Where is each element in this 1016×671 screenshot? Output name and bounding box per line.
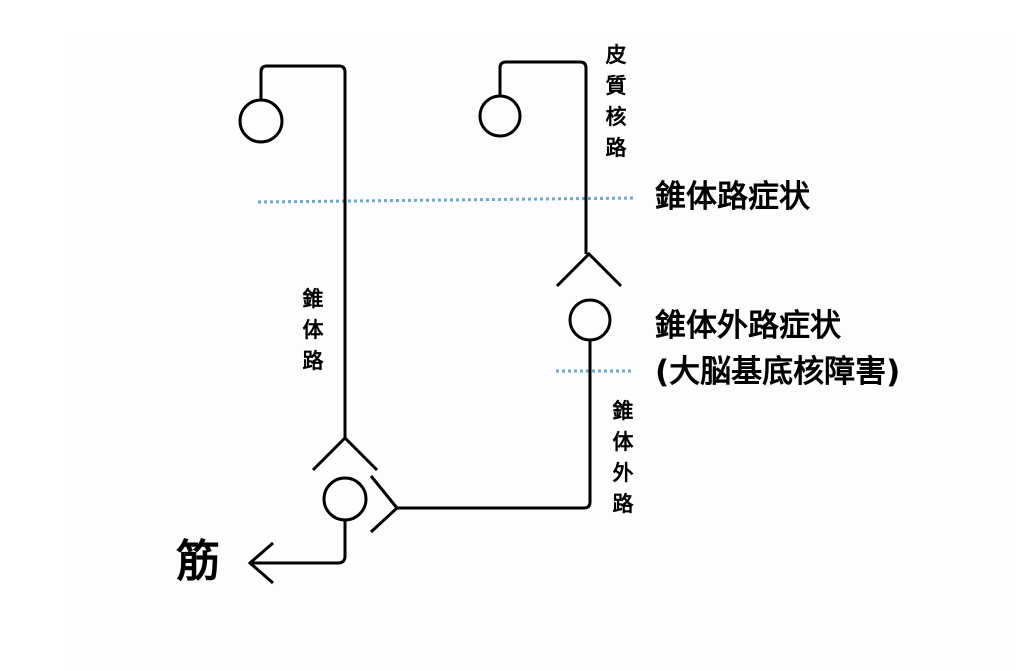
basal-ganglia-neuron-body — [568, 298, 612, 342]
lower-motor-neuron-axon — [250, 520, 347, 565]
pyramidal-level-divider — [257, 196, 637, 204]
pyramidal-tract-axon — [259, 64, 347, 438]
corticonuclear-tract-label: 皮質核路 — [605, 43, 627, 161]
corticonuclear-tract-axon — [498, 60, 588, 254]
muscle-label: 筋 — [176, 536, 220, 587]
pyramidal-symptoms-label: 錐体路症状 — [655, 179, 810, 215]
left-arrowhead-icon — [247, 541, 274, 585]
diagram-panel — [66, 32, 1016, 671]
extrapyramidal-symptoms-label: 錐体外路症状 — [655, 308, 841, 344]
pyramidal-tract-label: 錐体路 — [302, 287, 324, 374]
pyramidal-synapse-icon — [311, 435, 379, 472]
upper-motor-neuron-body-right — [478, 94, 522, 138]
extrapyramidal-synapse-icon — [369, 475, 400, 534]
upper-motor-neuron-body-left — [238, 98, 284, 144]
extrapyramidal-tract-label: 錐体外路 — [612, 399, 634, 517]
basal-ganglia-synapse-icon — [555, 251, 623, 288]
lower-motor-neuron-body — [322, 476, 368, 522]
extrapyramidal-tract-axon — [397, 340, 592, 510]
basal-ganglia-disorder-label: (大脳基底核障害) — [655, 354, 901, 390]
